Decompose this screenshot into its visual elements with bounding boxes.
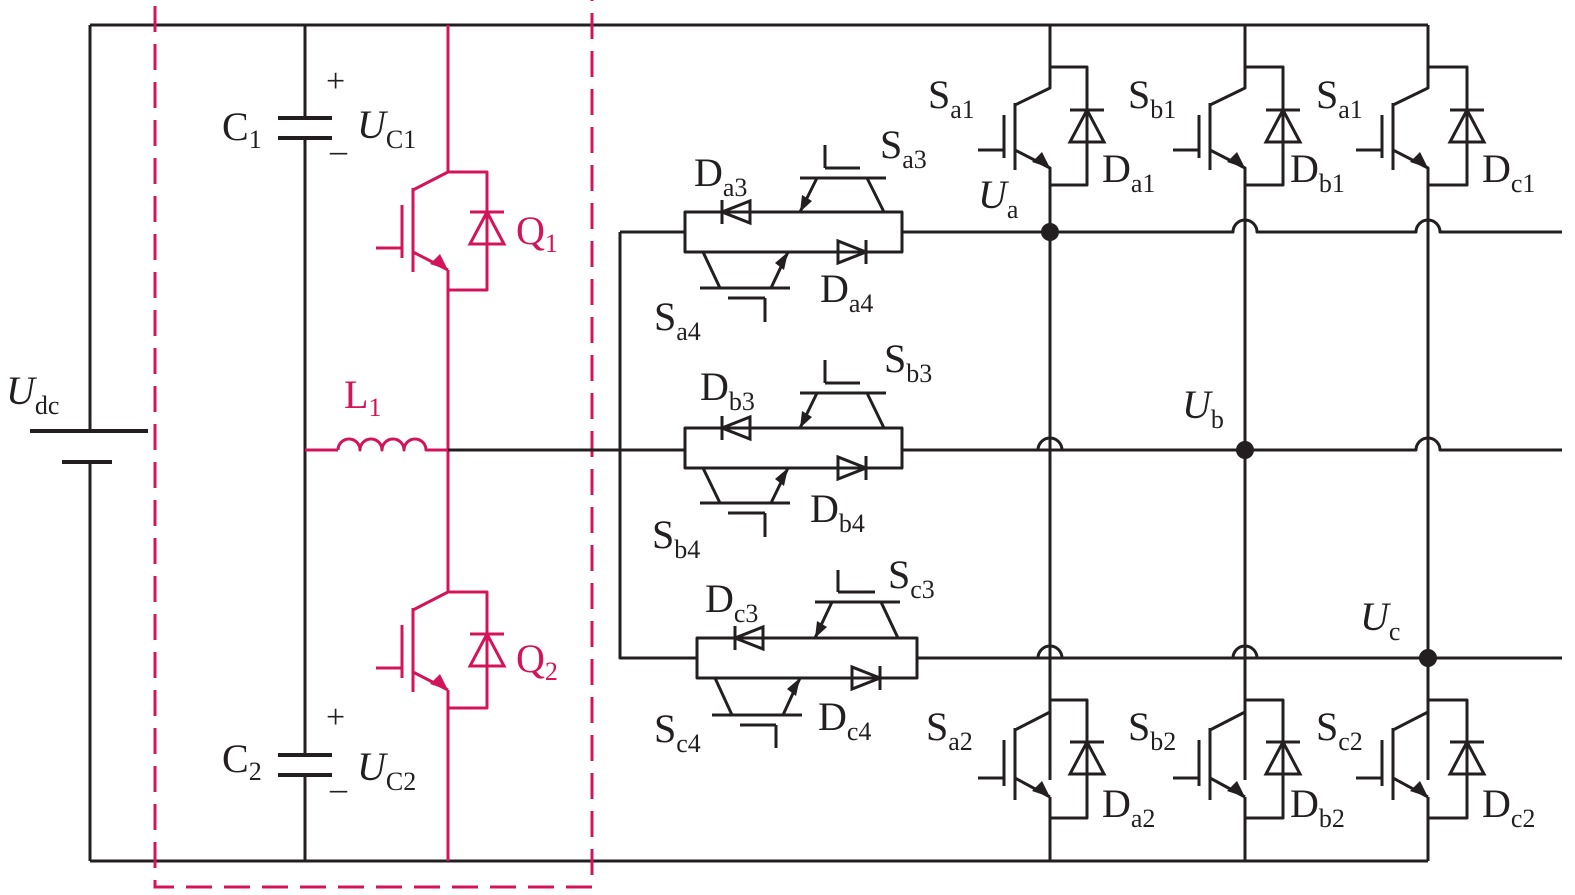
dc-rails bbox=[88, 23, 1428, 863]
label-sc3: Sc3 bbox=[888, 552, 935, 604]
output-lines bbox=[902, 218, 1562, 660]
label-db3: Db3 bbox=[700, 364, 755, 416]
l1-label: L1 bbox=[344, 372, 381, 422]
label-ua: Ua bbox=[978, 172, 1019, 224]
label-dc1: Dc1 bbox=[1482, 146, 1535, 198]
label-sa3: Sa3 bbox=[880, 122, 927, 174]
q1-label: Q1 bbox=[516, 208, 558, 258]
label-dc2: Dc2 bbox=[1482, 781, 1535, 833]
phase-legs bbox=[1041, 25, 1437, 861]
label-uc: Uc bbox=[1360, 594, 1400, 646]
label-dc3: Dc3 bbox=[705, 576, 758, 628]
label-da3: Da3 bbox=[694, 150, 747, 202]
c2-minus: _ bbox=[329, 759, 348, 796]
uc2-label: UC2 bbox=[357, 744, 416, 796]
label-sa1: Sa1 bbox=[928, 72, 975, 124]
label-da1: Da1 bbox=[1102, 146, 1155, 198]
c1-plus: + bbox=[326, 63, 345, 100]
label-db1: Db1 bbox=[1290, 146, 1345, 198]
label-da2: Da2 bbox=[1102, 781, 1155, 833]
lower-igbts bbox=[978, 698, 1487, 820]
dc-source-symbol bbox=[30, 429, 148, 464]
highlight-dashed-box bbox=[153, 0, 594, 889]
label-sa2: Sa2 bbox=[926, 704, 973, 756]
q2-igbt bbox=[376, 590, 507, 710]
label-sc4: Sc4 bbox=[654, 706, 701, 758]
label-ub: Ub bbox=[1182, 382, 1224, 434]
q1-igbt bbox=[376, 170, 507, 292]
neutral-bus bbox=[448, 230, 697, 660]
uc1-label: UC1 bbox=[357, 102, 416, 154]
balancing-leg bbox=[336, 25, 450, 861]
label-sa4: Sa4 bbox=[654, 294, 701, 346]
label-sb1: Sb1 bbox=[1128, 72, 1176, 124]
label-dc4: Dc4 bbox=[818, 694, 871, 746]
label-sb2: Sb2 bbox=[1128, 704, 1176, 756]
udc-label: Udc bbox=[6, 368, 59, 420]
label-da4: Da4 bbox=[820, 266, 873, 318]
upper-igbts bbox=[978, 65, 1487, 187]
label-sc2: Sc2 bbox=[1316, 704, 1363, 756]
inductor-symbol bbox=[336, 437, 448, 452]
label-db2: Db2 bbox=[1290, 781, 1345, 833]
label-sc1: Sa1 bbox=[1316, 72, 1363, 124]
c2-plus: + bbox=[326, 699, 345, 736]
bidirectional-switch-a bbox=[683, 145, 1050, 322]
c2-label: C2 bbox=[222, 736, 262, 786]
label-db4: Db4 bbox=[810, 486, 865, 538]
c1-minus: _ bbox=[329, 121, 348, 158]
q2-label: Q2 bbox=[516, 636, 558, 686]
label-sb4: Sb4 bbox=[652, 512, 700, 564]
capacitor-branch bbox=[278, 25, 338, 861]
label-sb3: Sb3 bbox=[884, 336, 932, 388]
c1-label: C1 bbox=[222, 104, 262, 154]
